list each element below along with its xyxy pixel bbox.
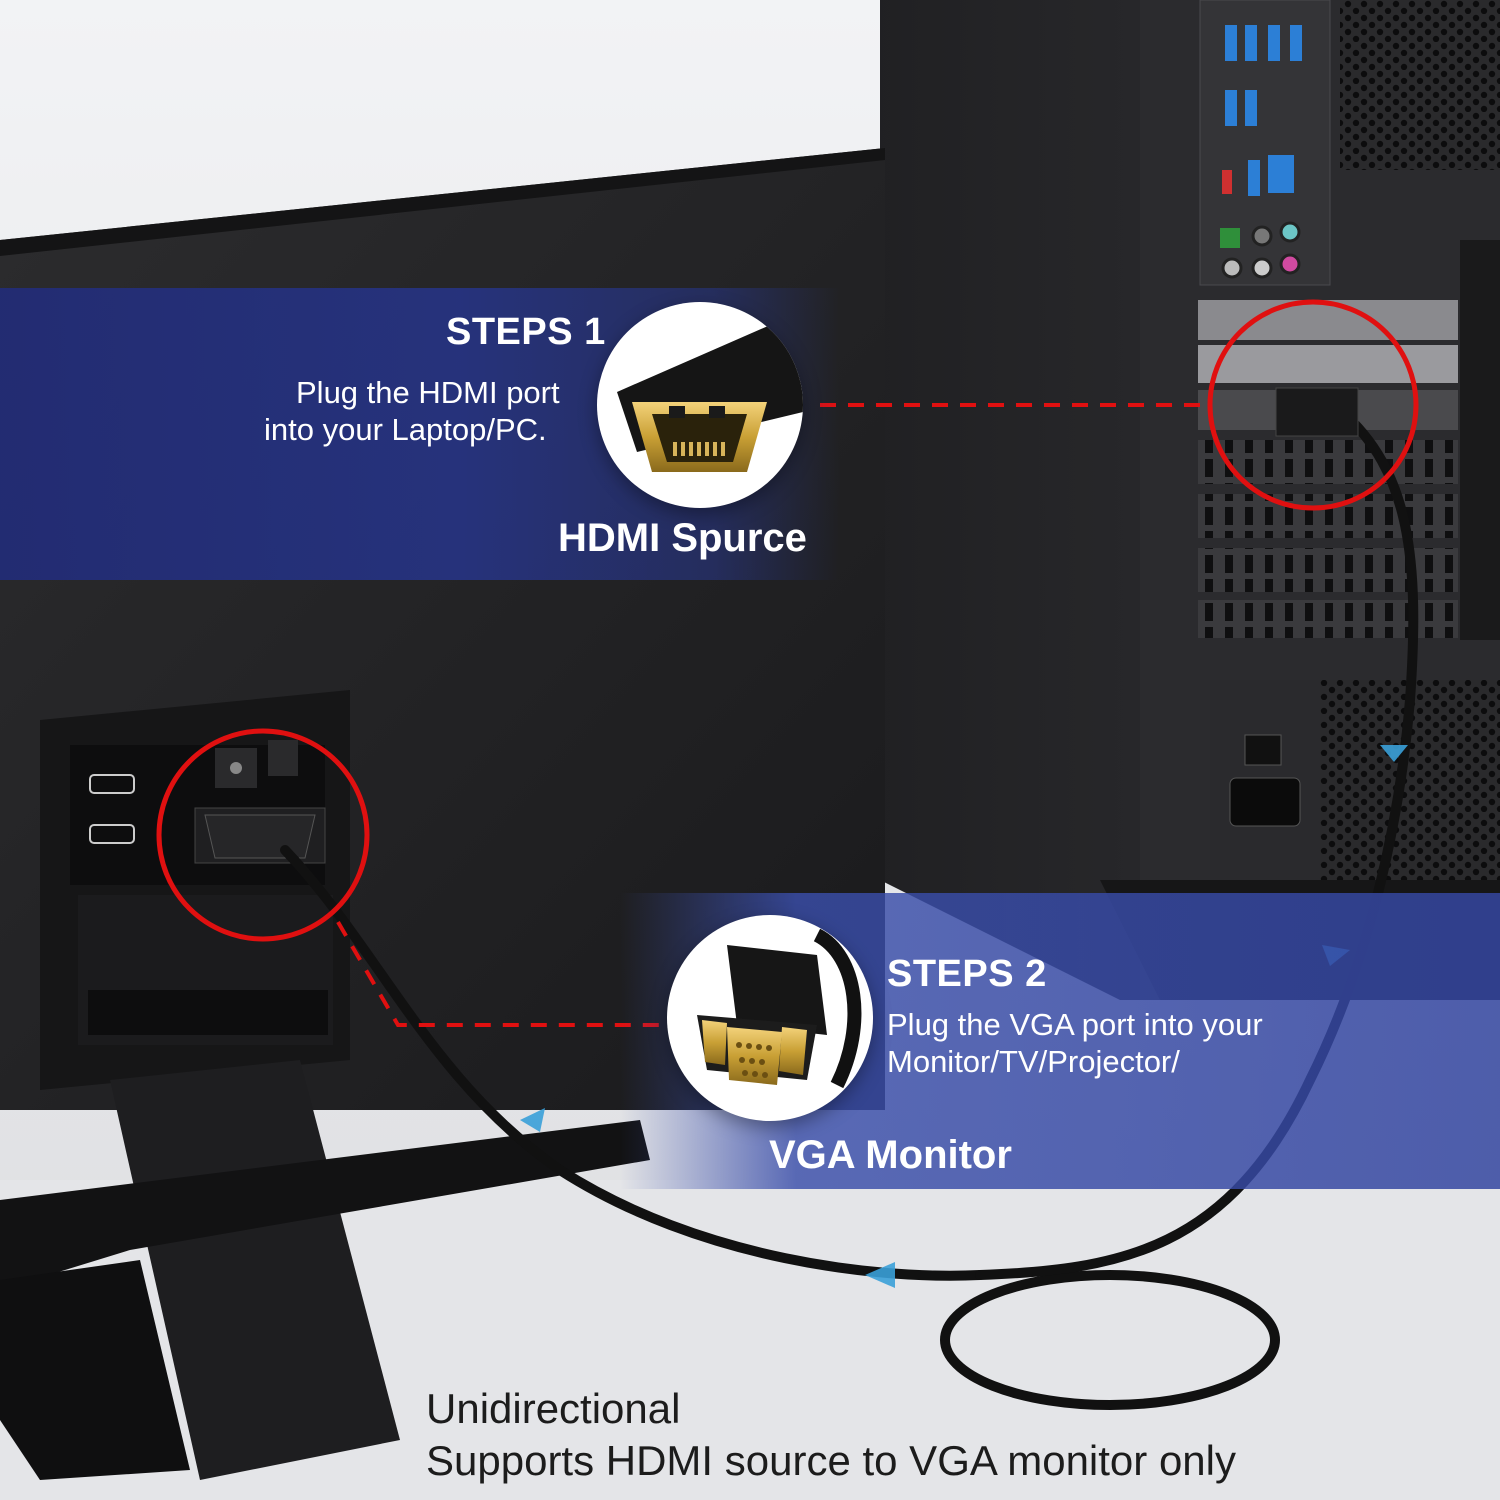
hdmi-source-caption: HDMI Spurce (558, 516, 807, 560)
vga-connector-icon (697, 928, 862, 1089)
hdmi-connector-icon (617, 322, 803, 472)
step1-line1: Plug the HDMI port (296, 375, 560, 410)
step2-line2: Monitor/TV/Projector/ (887, 1044, 1180, 1079)
step2-title: STEPS 2 (887, 953, 1047, 995)
step1-line2: into your Laptop/PC. (264, 412, 547, 447)
vga-monitor-caption: VGA Monitor (769, 1133, 1012, 1177)
note-unidirectional: Unidirectional (426, 1385, 681, 1432)
hdmi-connector-badge (597, 302, 803, 508)
step2-line1: Plug the VGA port into your (887, 1007, 1263, 1042)
vga-connector-badge (667, 915, 873, 1121)
note-supports: Supports HDMI source to VGA monitor only (426, 1437, 1236, 1484)
step1-title: STEPS 1 (446, 311, 606, 353)
